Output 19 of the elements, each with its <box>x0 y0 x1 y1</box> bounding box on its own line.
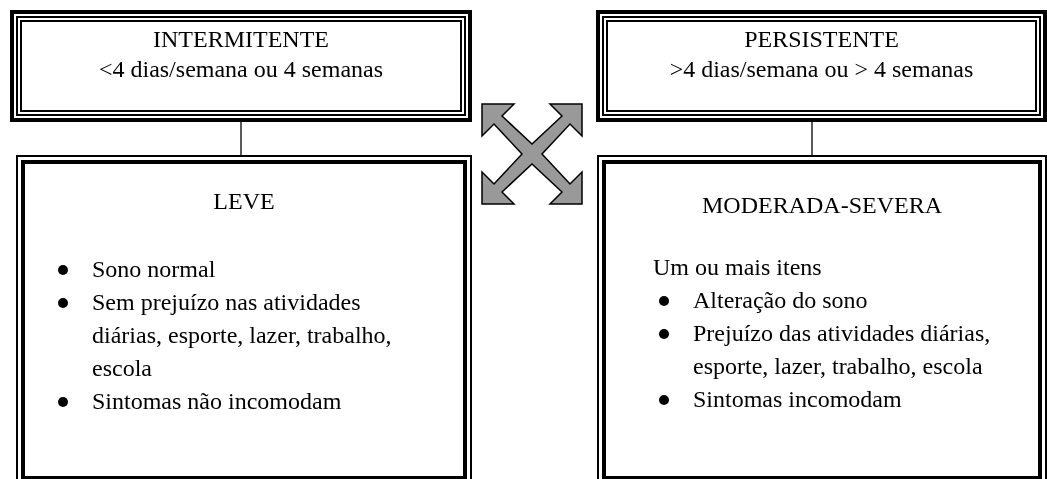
severity-title: LEVE <box>212 187 276 216</box>
connector-line <box>240 121 242 156</box>
list-item: Prejuízo das atividades diárias, esporte, lazer, trabalho, escola <box>693 319 992 381</box>
severity-box <box>597 155 1047 479</box>
list-item: Alteração do sono <box>693 286 869 315</box>
list-item: Sono normal <box>92 255 217 284</box>
category-title: INTERMITENTE <box>152 25 330 54</box>
frequency-text: <4 dias/semana ou 4 semanas <box>97 55 385 84</box>
category-box <box>596 10 1047 122</box>
connector-line <box>811 121 813 156</box>
category-title: PERSISTENTE <box>743 25 900 54</box>
list-item: Sintomas não incomodam <box>92 387 343 416</box>
severity-box <box>16 155 472 479</box>
list-item: Sintomas incomodam <box>693 385 903 414</box>
list-item: Sem prejuízo nas atividades diárias, esporte, lazer, trabalho, escola <box>92 288 393 383</box>
severity-title: MODERADA-SEVERA <box>701 191 943 220</box>
category-box <box>10 10 472 122</box>
intro-text: Um ou mais itens <box>653 253 823 282</box>
frequency-text: >4 dias/semana ou > 4 semanas <box>668 55 975 84</box>
